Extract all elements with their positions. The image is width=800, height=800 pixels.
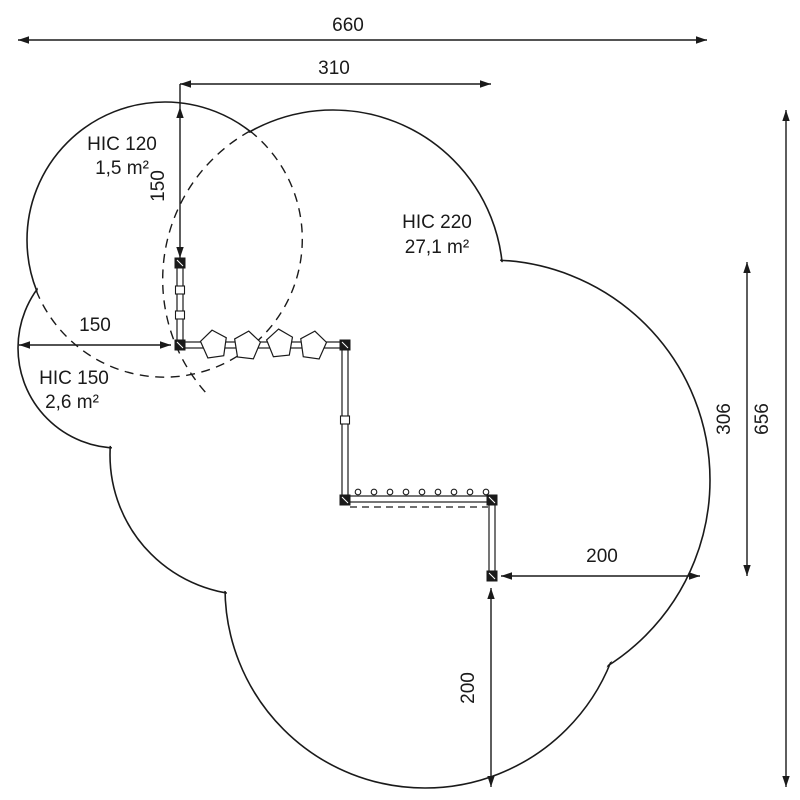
arrow-head bbox=[176, 247, 184, 258]
hic220-area: 27,1 m² bbox=[405, 237, 469, 258]
dimension-top-inset: 150 bbox=[148, 84, 184, 258]
arrow-head bbox=[782, 776, 790, 787]
dimension-label: 660 bbox=[332, 15, 364, 36]
arrow-head bbox=[160, 341, 171, 349]
arrow-head bbox=[487, 588, 495, 599]
rope-attachment-dots bbox=[354, 488, 490, 496]
arrow-head bbox=[501, 572, 512, 580]
arrow-head bbox=[18, 36, 29, 44]
dimension-label: 200 bbox=[458, 672, 479, 704]
arrow-head bbox=[480, 80, 491, 88]
zone-labels: HIC 120 1,5 m² HIC 220 27,1 m² HIC 150 2… bbox=[39, 134, 472, 413]
panel bbox=[300, 330, 328, 360]
hic120-label: HIC 120 bbox=[87, 134, 157, 155]
post bbox=[339, 339, 351, 351]
beam-vertical-bottom bbox=[488, 499, 496, 578]
dimension-bottom-right-span: 200 bbox=[501, 546, 700, 580]
panel bbox=[233, 330, 262, 360]
arrow-head bbox=[19, 341, 30, 349]
corner-posts bbox=[174, 257, 498, 582]
arrow-head bbox=[696, 36, 707, 44]
dimension-left-inset: 150 bbox=[19, 315, 171, 349]
arrow-head bbox=[782, 110, 790, 121]
dimension-label: 310 bbox=[318, 58, 350, 79]
arrow-head bbox=[487, 776, 495, 787]
post bbox=[174, 257, 186, 269]
dimension-inner-top-width: 310 bbox=[180, 58, 491, 88]
dimension-label: 306 bbox=[714, 403, 735, 435]
climbing-panels bbox=[199, 328, 328, 360]
hic150-area: 2,6 m² bbox=[45, 392, 99, 413]
dimension-bottom-inset: 200 bbox=[458, 588, 495, 787]
dimension-right-span: 306 bbox=[714, 262, 751, 576]
post bbox=[486, 570, 498, 582]
hic220-label: HIC 220 bbox=[402, 212, 472, 233]
dimension-label: 656 bbox=[752, 403, 773, 435]
post bbox=[339, 494, 351, 506]
dimension-total-height: 656 bbox=[752, 110, 790, 787]
dimension-label: 150 bbox=[148, 170, 169, 202]
mid-brackets bbox=[174, 285, 351, 425]
zone-interior-mask bbox=[19, 103, 709, 787]
arrow-head bbox=[743, 262, 751, 273]
arrow-head bbox=[180, 80, 191, 88]
beam-vertical-top bbox=[176, 262, 184, 346]
beam-horizontal-bottom bbox=[341, 495, 495, 503]
dimension-total-width: 660 bbox=[18, 15, 707, 44]
arrow-head bbox=[689, 572, 700, 580]
dimension-label: 200 bbox=[586, 546, 618, 567]
arrow-head bbox=[743, 565, 751, 576]
panel bbox=[199, 329, 227, 359]
panel bbox=[265, 328, 294, 358]
arrow-head bbox=[176, 107, 184, 118]
post bbox=[174, 339, 186, 351]
hic120-area: 1,5 m² bbox=[95, 158, 149, 179]
dimension-label: 150 bbox=[79, 315, 111, 336]
post bbox=[486, 494, 498, 506]
hic150-label: HIC 150 bbox=[39, 368, 109, 389]
